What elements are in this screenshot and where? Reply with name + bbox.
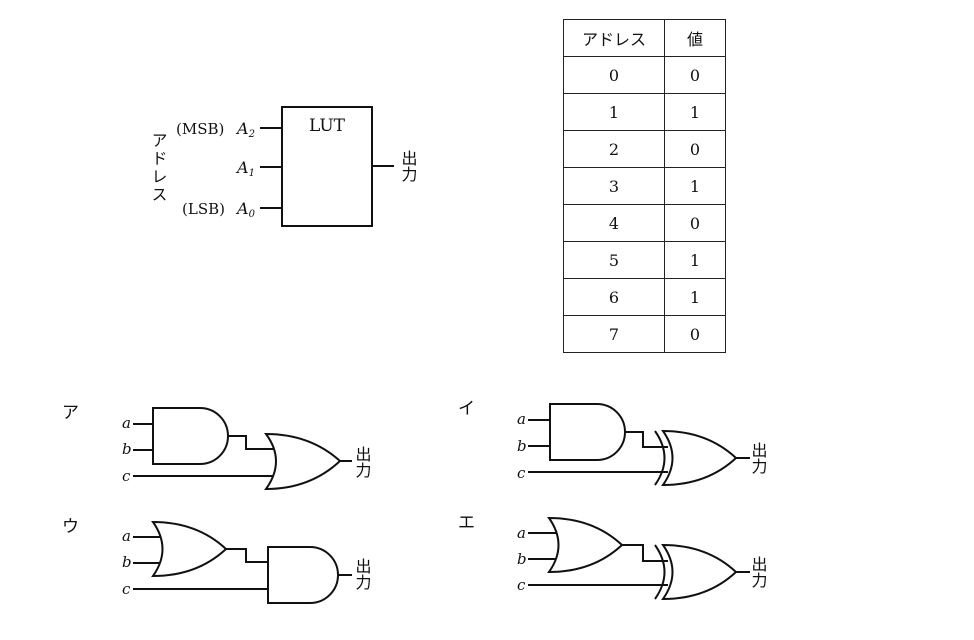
circuit-e: エ a b c 出力 [458, 513, 768, 601]
xor-back-curve [654, 544, 666, 600]
circuit-e-input-b: b [517, 550, 527, 568]
xor-gate [661, 429, 738, 487]
and-gate [152, 407, 229, 465]
lut-label: LUT [309, 116, 346, 136]
lut-output-label: 出力 [399, 150, 418, 183]
lsb-label: (LSB) [182, 200, 225, 218]
table-cell-address: 1 [563, 93, 665, 131]
table-cell-value: 0 [664, 315, 726, 353]
address-vertical-label: アドレス [149, 132, 168, 204]
xor-back-curve [654, 430, 666, 486]
lut-block-diagram [260, 106, 394, 227]
table-header-row: アドレス 値 [563, 19, 726, 57]
circuit-u-input-c: c [122, 580, 131, 598]
circuit-a: ア a b c 出力 [62, 403, 372, 491]
circuit-u: ウ a b c 出力 [62, 517, 372, 604]
circuit-a-output: 出力 [353, 446, 372, 479]
circuit-u-input-b: b [122, 553, 132, 571]
table-header-address: アドレス [563, 19, 665, 57]
table-cell-value: 0 [664, 56, 726, 94]
circuit-e-label: エ [458, 513, 475, 533]
and-gate [549, 403, 626, 461]
a0-label: A0 [235, 199, 256, 220]
circuit-a-input-a: a [122, 414, 131, 432]
circuit-e-output: 出力 [749, 556, 768, 589]
circuit-i-input-b: b [517, 437, 527, 455]
circuit-e-input-a: a [517, 524, 526, 542]
a1-label: A1 [235, 158, 255, 179]
table-cell-address: 7 [563, 315, 665, 353]
circuit-a-input-b: b [122, 440, 132, 458]
circuit-i: イ a b c 出力 [458, 399, 768, 487]
circuit-i-label: イ [458, 399, 475, 419]
table-header-value: 値 [664, 19, 726, 57]
or-gate [264, 432, 342, 491]
circuit-a-input-c: c [122, 467, 131, 485]
circuit-i-output: 出力 [749, 442, 768, 475]
a2-label: A2 [235, 119, 255, 140]
lut-box [281, 106, 373, 227]
table-cell-value: 1 [664, 241, 726, 279]
or-gate [151, 520, 228, 578]
circuit-i-input-a: a [517, 410, 526, 428]
or-gate [547, 516, 624, 574]
table-cell-address: 4 [563, 204, 665, 242]
circuit-u-output: 出力 [353, 558, 372, 591]
msb-label: (MSB) [176, 120, 224, 138]
table-cell-address: 6 [563, 278, 665, 316]
and-gate [267, 546, 339, 604]
table-cell-value: 1 [664, 93, 726, 131]
table-cell-address: 3 [563, 167, 665, 205]
table-cell-value: 0 [664, 204, 726, 242]
table-cell-value: 1 [664, 167, 726, 205]
circuit-e-input-c: c [517, 576, 526, 594]
table-cell-value: 0 [664, 130, 726, 168]
circuit-u-input-a: a [122, 527, 131, 545]
xor-gate [661, 543, 738, 601]
circuit-u-label: ウ [62, 517, 79, 537]
circuit-i-input-c: c [517, 464, 526, 482]
table-cell-address: 5 [563, 241, 665, 279]
circuit-a-label: ア [62, 403, 79, 423]
table-cell-value: 1 [664, 278, 726, 316]
table-cell-address: 2 [563, 130, 665, 168]
table-cell-address: 0 [563, 56, 665, 94]
